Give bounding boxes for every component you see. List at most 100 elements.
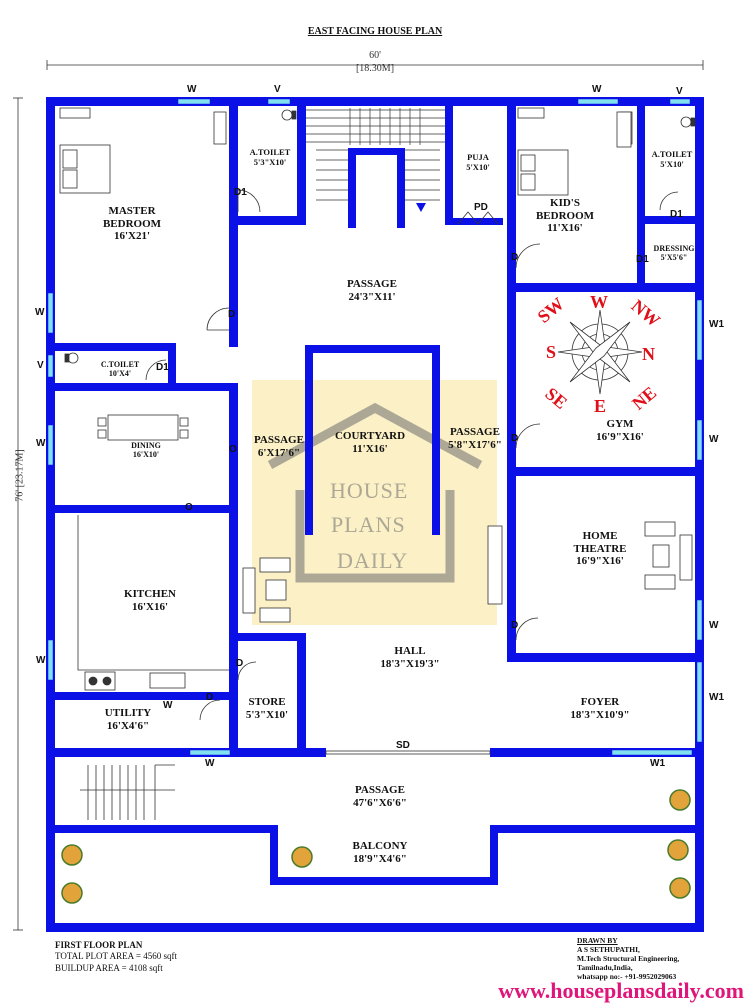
credit-phone: whatsapp no:- +91-9952029063: [577, 972, 677, 981]
master-bed: [59, 107, 227, 194]
total-plot-area: TOTAL PLOT AREA = 4560 sqft: [55, 951, 177, 962]
compass-e: E: [594, 396, 607, 416]
buildup-area: BUILDUP AREA = 4108 sqft: [55, 962, 163, 973]
courtyard-name: COURTYARD: [334, 430, 406, 442]
utility-name: UTILITY: [104, 707, 152, 719]
puja-name: PUJA: [467, 152, 489, 162]
passage-left-name: PASSAGE: [254, 434, 304, 446]
gym-name: GYM: [606, 418, 634, 430]
stairs: [306, 108, 445, 201]
passage-top-size: 24'3"X11': [348, 290, 396, 303]
courtyard-size: 11'X16': [352, 442, 388, 455]
foyer-name: FOYER: [580, 696, 620, 708]
drawn-by-credit: DRAWN BY A S SETHUPATHI, M.Tech Structur…: [577, 936, 679, 981]
compass-n: N: [642, 344, 655, 364]
window-marker: W: [709, 434, 719, 445]
dining-name: DINING: [131, 441, 161, 450]
balcony-label: BALCONY 18'9"X4'6": [325, 840, 435, 865]
door-swings: [145, 189, 679, 721]
website-link[interactable]: www.houseplansdaily.com: [498, 978, 744, 1003]
door-marker: D: [236, 658, 244, 669]
master-bedroom-name: MASTER: [108, 205, 156, 217]
master-bedroom-size: 16'X21': [113, 230, 151, 243]
kids-bedroom-name-2: BEDROOM: [535, 209, 595, 222]
door-marker: D: [511, 252, 519, 263]
window-marker: W: [187, 84, 197, 95]
dressing-name: DRESSING: [653, 244, 695, 253]
puja-label: PUJA 5'X10': [452, 152, 504, 173]
window-marker: W: [163, 700, 173, 711]
kids-bedroom-label: KID'S BEDROOM 11'X16': [520, 197, 610, 235]
store-name: STORE: [248, 696, 286, 708]
store-size: 5'3"X10': [245, 708, 289, 721]
balcony-name: BALCONY: [352, 840, 408, 852]
window-marker: W: [36, 438, 46, 449]
passage-right-label: PASSAGE 5'8"X17'6": [440, 426, 510, 451]
window-marker: W: [36, 655, 46, 666]
plan-name: FIRST FLOOR PLAN: [55, 940, 143, 950]
passage-bottom-label: PASSAGE 47'6"X6'6": [325, 784, 435, 809]
kids-bedroom-name: KID'S: [550, 197, 580, 209]
c-toilet-size: 10'X4': [108, 369, 132, 379]
kids-bedroom-size: 11'X16': [547, 222, 583, 235]
door1-marker: D1: [636, 254, 649, 265]
window-marker: W: [709, 620, 719, 631]
plants: [61, 789, 691, 904]
puja-size: 5'X10': [466, 161, 490, 172]
hall-name: HALL: [394, 645, 426, 657]
passage-left-label: PASSAGE 6'X17'6": [244, 434, 314, 459]
opening-marker: O: [185, 502, 193, 513]
door-marker: D: [206, 692, 214, 703]
sofa-set-hall: [242, 557, 291, 623]
kitchen-name: KITCHEN: [124, 588, 176, 600]
dining-size: 16'X10': [132, 450, 160, 460]
a-toilet-left-name: A.TOILET: [249, 147, 291, 157]
credit-name: A S SETHUPATHI,: [577, 945, 640, 954]
dining-table: [97, 414, 189, 441]
dressing-label: DRESSING 5'X5'6": [646, 244, 702, 262]
footer-info: FIRST FLOOR PLAN TOTAL PLOT AREA = 4560 …: [55, 940, 177, 974]
home-theatre-label: HOME THEATRE 16'9"X16': [555, 530, 645, 568]
compass-s: S: [546, 342, 557, 362]
passage-left-size: 6'X17'6": [257, 446, 301, 459]
passage-right-size: 5'8"X17'6": [448, 438, 502, 451]
passage-top-name: PASSAGE: [347, 278, 397, 290]
a-toilet-right-label: A.TOILET 5'X10': [646, 149, 698, 170]
utility-size: 16'X4'6": [106, 719, 150, 732]
door-marker: D: [511, 433, 519, 444]
watermark-line-2: PLANS: [331, 512, 406, 537]
hall-size: 18'3"X19'3": [380, 657, 440, 670]
door-marker: D: [228, 309, 236, 320]
dining-label: DINING 16'X10': [116, 441, 176, 459]
c-toilet-name: C.TOILET: [100, 360, 140, 369]
toilet-fixtures: [64, 109, 696, 364]
dressing-size: 5'X5'6": [660, 253, 688, 263]
foyer-label: FOYER 18'3"X10'9": [545, 696, 655, 721]
sliding-door-marker: SD: [396, 740, 410, 751]
balcony-size: 18'9"X4'6": [353, 852, 407, 865]
passage-top-label: PASSAGE 24'3"X11': [322, 278, 422, 303]
windows: [47, 98, 703, 756]
master-bedroom-label: MASTER BEDROOM 16'X21': [82, 205, 182, 243]
master-bedroom-name-2: BEDROOM: [102, 217, 162, 230]
watermark-background: [252, 380, 497, 625]
hall-label: HALL 18'3"X19'3": [355, 645, 465, 670]
window1-marker: W1: [650, 758, 665, 769]
compass-w: W: [590, 292, 608, 312]
width-dimension-m: [18.30M]: [355, 63, 395, 74]
plan-title: EAST FACING HOUSE PLAN: [307, 26, 443, 37]
a-toilet-right-name: A.TOILET: [651, 149, 693, 159]
credit-location: Tamilnadu,India,: [577, 963, 633, 972]
a-toilet-left-label: A.TOILET 5'3"X10': [240, 147, 300, 168]
dimension-lines: [13, 60, 704, 931]
width-dimension-ft: 60': [369, 50, 381, 61]
ventilator-marker: V: [274, 84, 281, 95]
gym-size: 16'9"X16': [596, 430, 644, 443]
passage-right-name: PASSAGE: [450, 426, 500, 438]
home-theatre-name-2: THEATRE: [573, 542, 627, 555]
door1-marker: D1: [234, 187, 247, 198]
kitchen-counter: [77, 515, 229, 691]
ventilator-marker: V: [37, 360, 44, 371]
store-label: STORE 5'3"X10': [238, 696, 296, 721]
